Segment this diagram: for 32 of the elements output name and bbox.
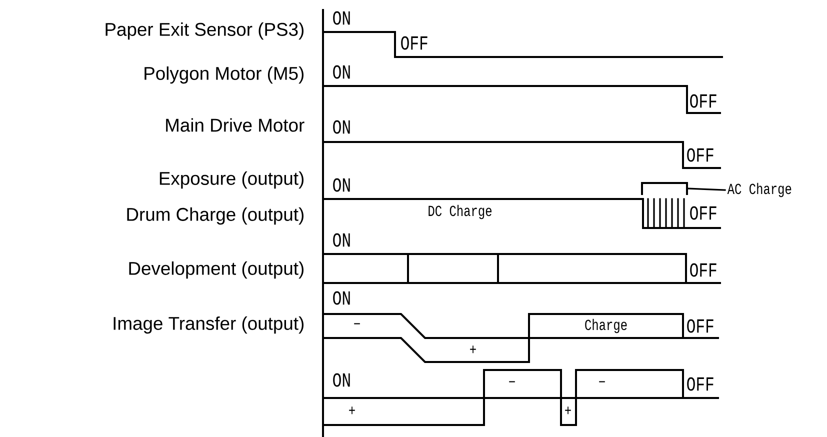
state-label: OFF xyxy=(690,94,716,108)
waveform-label: DC Charge xyxy=(428,204,492,220)
state-label: ON xyxy=(333,11,350,25)
polarity-label: − xyxy=(599,381,605,382)
state-label: ON xyxy=(333,233,350,247)
state-label: ON xyxy=(333,291,350,305)
callout-label: AC Charge xyxy=(727,182,792,198)
state-label: OFF xyxy=(687,148,714,162)
signal-label: Main Drive Motor xyxy=(166,118,304,132)
state-label: ON xyxy=(333,120,350,134)
waveform-label: Charge xyxy=(585,318,627,334)
bracket xyxy=(641,182,688,195)
state-label: OFF xyxy=(690,263,716,277)
polarity-label: − xyxy=(354,323,360,324)
signal-label: Paper Exit Sensor (PS3) xyxy=(106,22,304,40)
state-label: OFF xyxy=(690,206,716,220)
signal-label: Exposure (output) xyxy=(160,171,304,189)
signal-label: Image Transfer (output) xyxy=(114,316,304,334)
leader-line xyxy=(686,188,726,191)
signal-label: Development (output) xyxy=(129,261,304,279)
state-label: ON xyxy=(333,178,350,192)
signal-label: Polygon Motor (M5) xyxy=(144,66,304,84)
polarity-label: + xyxy=(349,406,355,414)
state-label: ON xyxy=(333,373,350,387)
state-label: ON xyxy=(333,65,350,79)
signal-label: Drum Charge (output) xyxy=(127,207,304,225)
state-label: OFF xyxy=(687,377,714,391)
polarity-label: + xyxy=(470,346,476,354)
state-label: OFF xyxy=(687,319,714,333)
polarity-label: + xyxy=(565,406,571,414)
polarity-label: − xyxy=(509,381,515,382)
state-label: OFF xyxy=(401,36,428,50)
